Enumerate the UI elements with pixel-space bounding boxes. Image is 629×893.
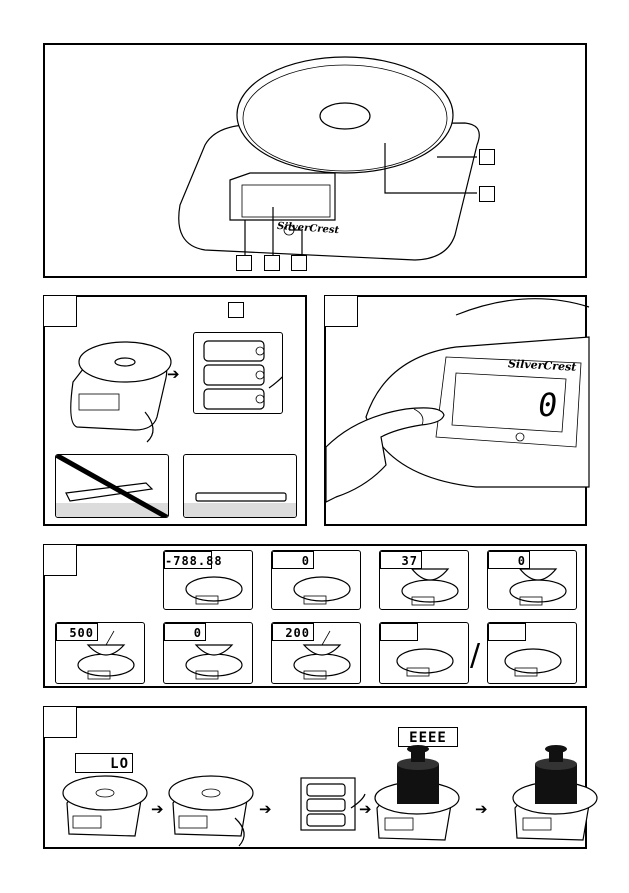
- step-7-scale-bowl: [293, 630, 351, 680]
- figure-4-tab: [43, 544, 77, 576]
- alternative-divider: /: [470, 638, 481, 673]
- step-6-display: 0: [164, 623, 206, 641]
- figure-2-batteries: ➔: [43, 295, 307, 526]
- step-5-scale-bowl: [77, 630, 135, 680]
- step-3-scale-bowl: [401, 568, 459, 606]
- battery-compartment: [193, 332, 283, 414]
- step-9-scale: [504, 648, 562, 677]
- overload-display: EEEE: [398, 727, 458, 747]
- arrow-right-icon: ➔: [259, 800, 272, 818]
- step-3-display: 37: [380, 551, 422, 569]
- callout-box-4: [264, 255, 280, 271]
- step-7-display: 200: [272, 623, 314, 641]
- callout-box-2: [479, 186, 495, 202]
- scale-closeup-drawing: [325, 298, 590, 503]
- even-surface-drawing: [184, 492, 296, 517]
- figure-3-power-button: SilverCrest 0: [324, 295, 590, 526]
- step-7-box: 200: [271, 622, 361, 684]
- uneven-surface-drawing: [56, 455, 168, 517]
- low-battery-display: LO: [75, 753, 133, 773]
- step-6-scale-bowl: [185, 644, 243, 680]
- callout-box-6: [228, 302, 244, 318]
- arrow-right-icon: ➔: [151, 800, 164, 818]
- figure-5-warnings: LO EEEE ➔ ➔ ➔ ➔: [43, 706, 598, 849]
- callout-box-1: [479, 149, 495, 165]
- step-1-box: -788.88: [163, 550, 253, 610]
- step-2-display: 0: [272, 551, 314, 569]
- step-3-box: 37: [379, 550, 469, 610]
- step-8-scale: [396, 648, 454, 677]
- callout-box-5: [291, 255, 307, 271]
- step-4-scale-bowl: [509, 568, 567, 606]
- step-5-display: 500: [56, 623, 98, 641]
- surface-even-box: [183, 454, 297, 518]
- figure-4-weighing-steps: -788.88 0 37 0 500: [43, 544, 587, 688]
- surface-uneven-box: [55, 454, 169, 518]
- figure-3-tab: [324, 295, 358, 327]
- figure-5-tab: [43, 706, 77, 738]
- step-9-box: [487, 622, 577, 684]
- arrow-right-icon: ➔: [475, 800, 488, 818]
- figure-2-tab: [43, 295, 77, 327]
- step-6-box: 0: [163, 622, 253, 684]
- step-8-display: [380, 623, 418, 641]
- step-4-box: 0: [487, 550, 577, 610]
- arrow-right-icon: ➔: [359, 800, 372, 818]
- step-9-display: [488, 623, 526, 641]
- scale-overview-drawing: [178, 56, 480, 261]
- callout-box-3: [236, 255, 252, 271]
- step-2-scale: [293, 576, 351, 605]
- step-4-display: 0: [488, 551, 530, 569]
- scale-small-drawing: [70, 341, 172, 443]
- step-2-box: 0: [271, 550, 361, 610]
- figure-1-overview: SilverCrest: [43, 43, 587, 278]
- battery-cells-drawing: [203, 340, 282, 410]
- warning-sequence-drawing: [62, 745, 598, 847]
- arrow-right-icon: ➔: [167, 365, 180, 383]
- step-1-display: -788.88: [164, 551, 222, 569]
- step-1-scale: [185, 576, 243, 605]
- step-8-box: [379, 622, 469, 684]
- step-5-box: 500: [55, 622, 145, 684]
